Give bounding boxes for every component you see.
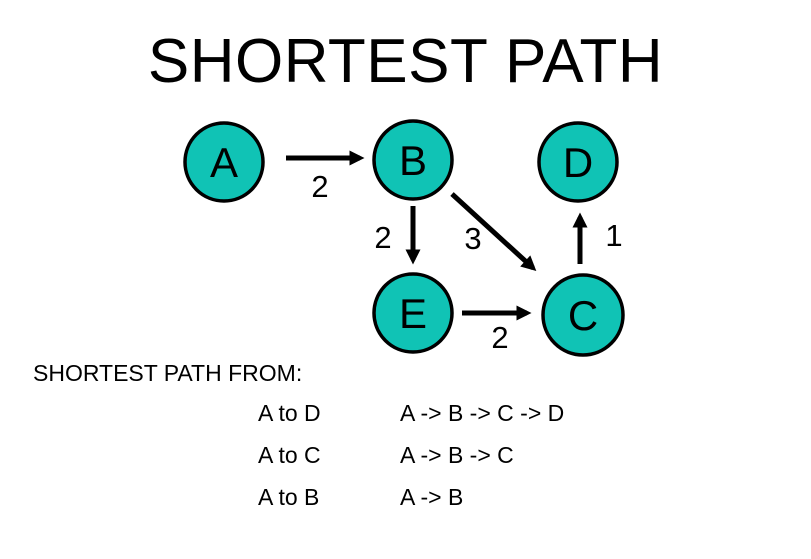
page-title: SHORTEST PATH [147,27,664,96]
result-row: A to C A -> B -> C [258,442,564,484]
node-label: D [563,139,593,186]
node-B: B [372,119,454,201]
path-result: A -> B [400,484,464,510]
path-result: A -> B -> C -> D [400,400,565,426]
result-row: A to B A -> B [258,484,564,526]
result-row: A to D A -> B -> C -> D [258,400,564,442]
node-label: B [399,137,427,184]
edge-weight-C-D: 1 [605,218,622,253]
edge-weight-A-B: 2 [311,169,328,204]
edge-B-C [450,192,537,272]
node-circle [372,119,454,201]
node-circle [537,121,619,203]
edge-weight-B-E: 2 [374,220,391,255]
path-query: A to D [258,400,321,426]
path-result: A -> B -> C [400,442,514,468]
node-D: D [537,121,619,203]
node-label: A [210,139,238,186]
node-E: E [372,272,454,354]
node-A: A [183,121,265,203]
results-rows: A to D A -> B -> C -> D A to C A -> B ->… [258,400,564,526]
node-circle [183,121,265,203]
node-label: C [568,292,598,339]
node-circle [541,273,625,357]
node-C: C [541,273,625,357]
path-query: A to B [258,484,320,510]
node-label: E [399,290,427,337]
results-heading: SHORTEST PATH FROM: [33,360,303,386]
node-circle [372,272,454,354]
edge-weight-E-C: 2 [491,320,508,355]
edge-weight-B-C: 3 [464,221,481,256]
path-query: A to C [258,442,321,468]
